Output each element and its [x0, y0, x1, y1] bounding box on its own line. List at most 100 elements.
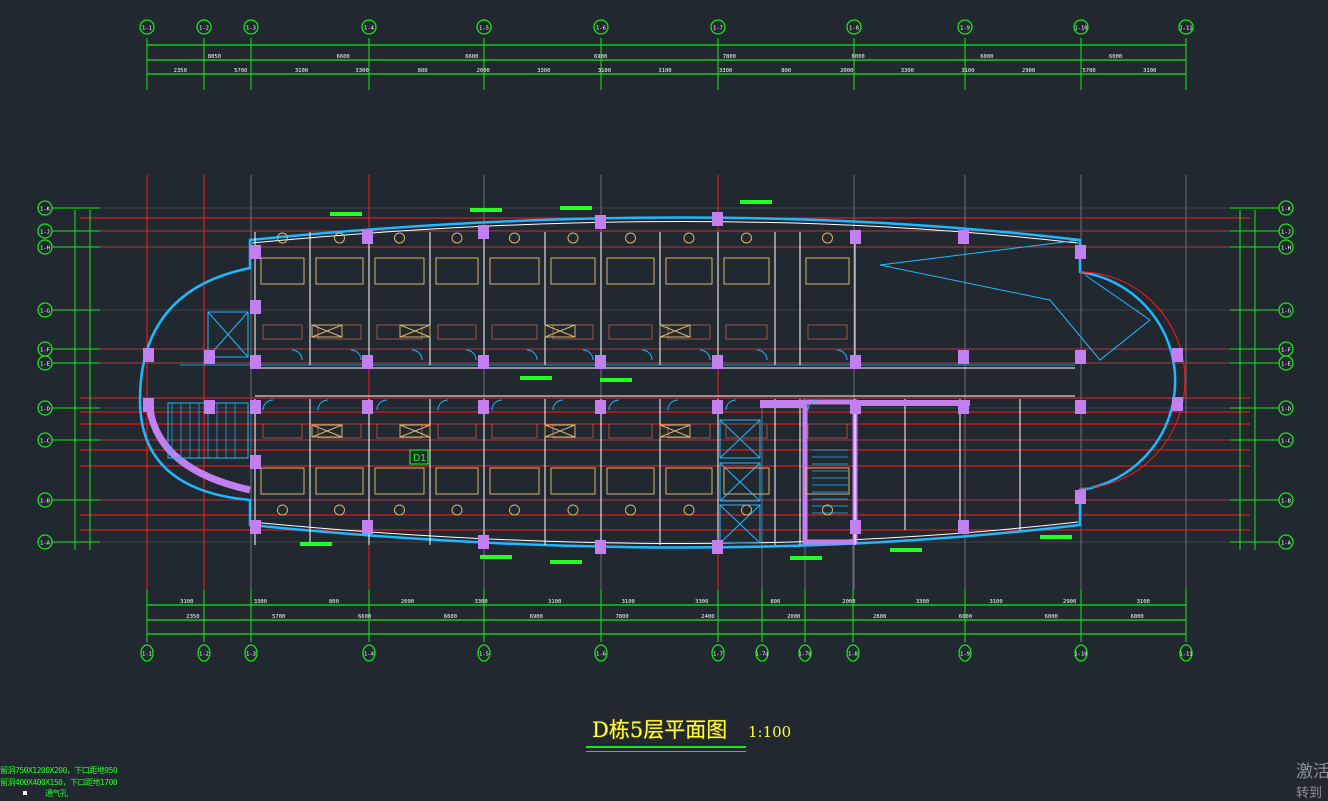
roof-line: [879, 239, 1151, 361]
axis-bubble-circle: [594, 644, 608, 662]
title-underline-thin: [586, 751, 746, 752]
axis-bubble-circle: [37, 492, 53, 508]
chair: [567, 504, 579, 516]
axis-label: 1-C: [40, 439, 50, 445]
axis-bubble-circle: [1278, 239, 1294, 255]
axis-label: 1-J: [1281, 230, 1291, 236]
shaft: [659, 424, 691, 438]
bed: [606, 467, 655, 495]
axis-bubble-circle: [37, 302, 53, 318]
structural-column: [362, 230, 373, 244]
elevator-shaft: [719, 462, 761, 502]
dimension-value: 6000: [959, 614, 972, 620]
dimension-value: 6900: [594, 54, 607, 60]
axis-label: 1-10: [1074, 652, 1087, 658]
chair: [509, 232, 520, 244]
outer-wall-bottom: [251, 521, 1079, 544]
axis-bubble: 1-7a: [755, 644, 769, 662]
annotation-label: [600, 378, 632, 382]
axis-label: 1-K: [40, 207, 51, 213]
chair: [741, 504, 752, 516]
axis-label: 1-8: [849, 26, 859, 32]
axis-bubble: 1-J: [37, 223, 53, 239]
door-swing: [350, 349, 362, 361]
axis-label: 1-F: [1281, 348, 1291, 354]
bathtub: [491, 324, 538, 340]
structural-column: [850, 520, 861, 534]
axis-bubble: 1-10: [1074, 644, 1088, 662]
chair: [625, 504, 636, 516]
axis-bubble-circle: [1074, 644, 1088, 662]
dimension-value: 7800: [615, 614, 628, 620]
bathtub: [437, 423, 477, 439]
structural-column: [850, 355, 861, 369]
bed: [489, 257, 540, 285]
door-swing: [262, 399, 274, 411]
bed: [489, 467, 540, 495]
shaft: [399, 424, 431, 438]
room-tag-d1: D1: [409, 449, 429, 465]
axis-label: 1-F: [40, 348, 50, 354]
drawing-scale: 1:100: [748, 723, 792, 741]
wall-segment: [860, 400, 970, 406]
dimension-value: 800: [329, 599, 339, 605]
bathtub: [807, 423, 848, 439]
dimension-value: 800: [781, 68, 791, 74]
axis-label: 1-6: [596, 652, 606, 658]
axis-label: 1-9: [960, 26, 970, 32]
structural-column: [362, 400, 373, 414]
axis-bubble: 1-F: [1278, 341, 1294, 357]
axis-bubble: 1-H: [37, 239, 53, 255]
axis-bubble: 1-B: [37, 492, 53, 508]
axis-bubble-circle: [140, 644, 154, 662]
dimension-value: 3100: [622, 599, 635, 605]
structural-column: [362, 520, 373, 534]
door-swing: [667, 399, 679, 411]
door-swing: [699, 349, 711, 361]
axis-label: 1-5: [479, 26, 489, 32]
axis-bubble: 1-D: [37, 400, 53, 416]
shaft-cross: [399, 424, 431, 438]
axis-label: 1-5: [479, 652, 489, 658]
elevator-shaft: [719, 504, 761, 544]
axis-label: 1-J: [40, 230, 50, 236]
chair: [451, 504, 463, 516]
dimension-value: 6000: [852, 54, 865, 60]
axis-bubble: 1-D: [1278, 400, 1294, 416]
bathtub: [608, 423, 653, 439]
dimension-value: 3100: [180, 599, 193, 605]
structural-column: [958, 400, 969, 414]
dimension-value: 3300: [537, 68, 550, 74]
door-swing: [526, 349, 538, 361]
dimension-value: 6000: [1045, 614, 1058, 620]
structural-column: [712, 212, 723, 226]
axis-bubble-circle: [37, 200, 53, 216]
chair: [567, 232, 579, 244]
curved-wall: [146, 409, 251, 494]
dimension-value: 2000: [840, 68, 853, 74]
door-swing: [317, 399, 329, 411]
axis-bubble: 1-6: [594, 644, 608, 662]
structural-column: [595, 400, 606, 414]
axis-bubble-circle: [37, 355, 53, 371]
axis-bubble: 1-G: [37, 302, 53, 318]
dimension-value: 3100: [961, 68, 974, 74]
dimension-value: 6900: [530, 614, 543, 620]
axis-bubble: 1-1: [140, 644, 154, 662]
structural-column: [250, 455, 261, 469]
dimension-value: 3300: [474, 599, 487, 605]
dimension-value: 3100: [548, 599, 561, 605]
dimension-value: 2000: [842, 599, 855, 605]
door-swing: [552, 399, 564, 411]
note-3: 通气孔: [45, 789, 68, 798]
dimension-value: 800: [770, 599, 780, 605]
bed: [665, 467, 713, 495]
axis-label: 1-3: [246, 652, 256, 658]
dimension-value: 2000: [477, 68, 490, 74]
axis-bubble: 1-8: [846, 19, 862, 35]
annotation-label: [1040, 535, 1072, 539]
structural-column: [1172, 348, 1183, 362]
chair: [683, 232, 695, 244]
bed: [260, 257, 305, 285]
